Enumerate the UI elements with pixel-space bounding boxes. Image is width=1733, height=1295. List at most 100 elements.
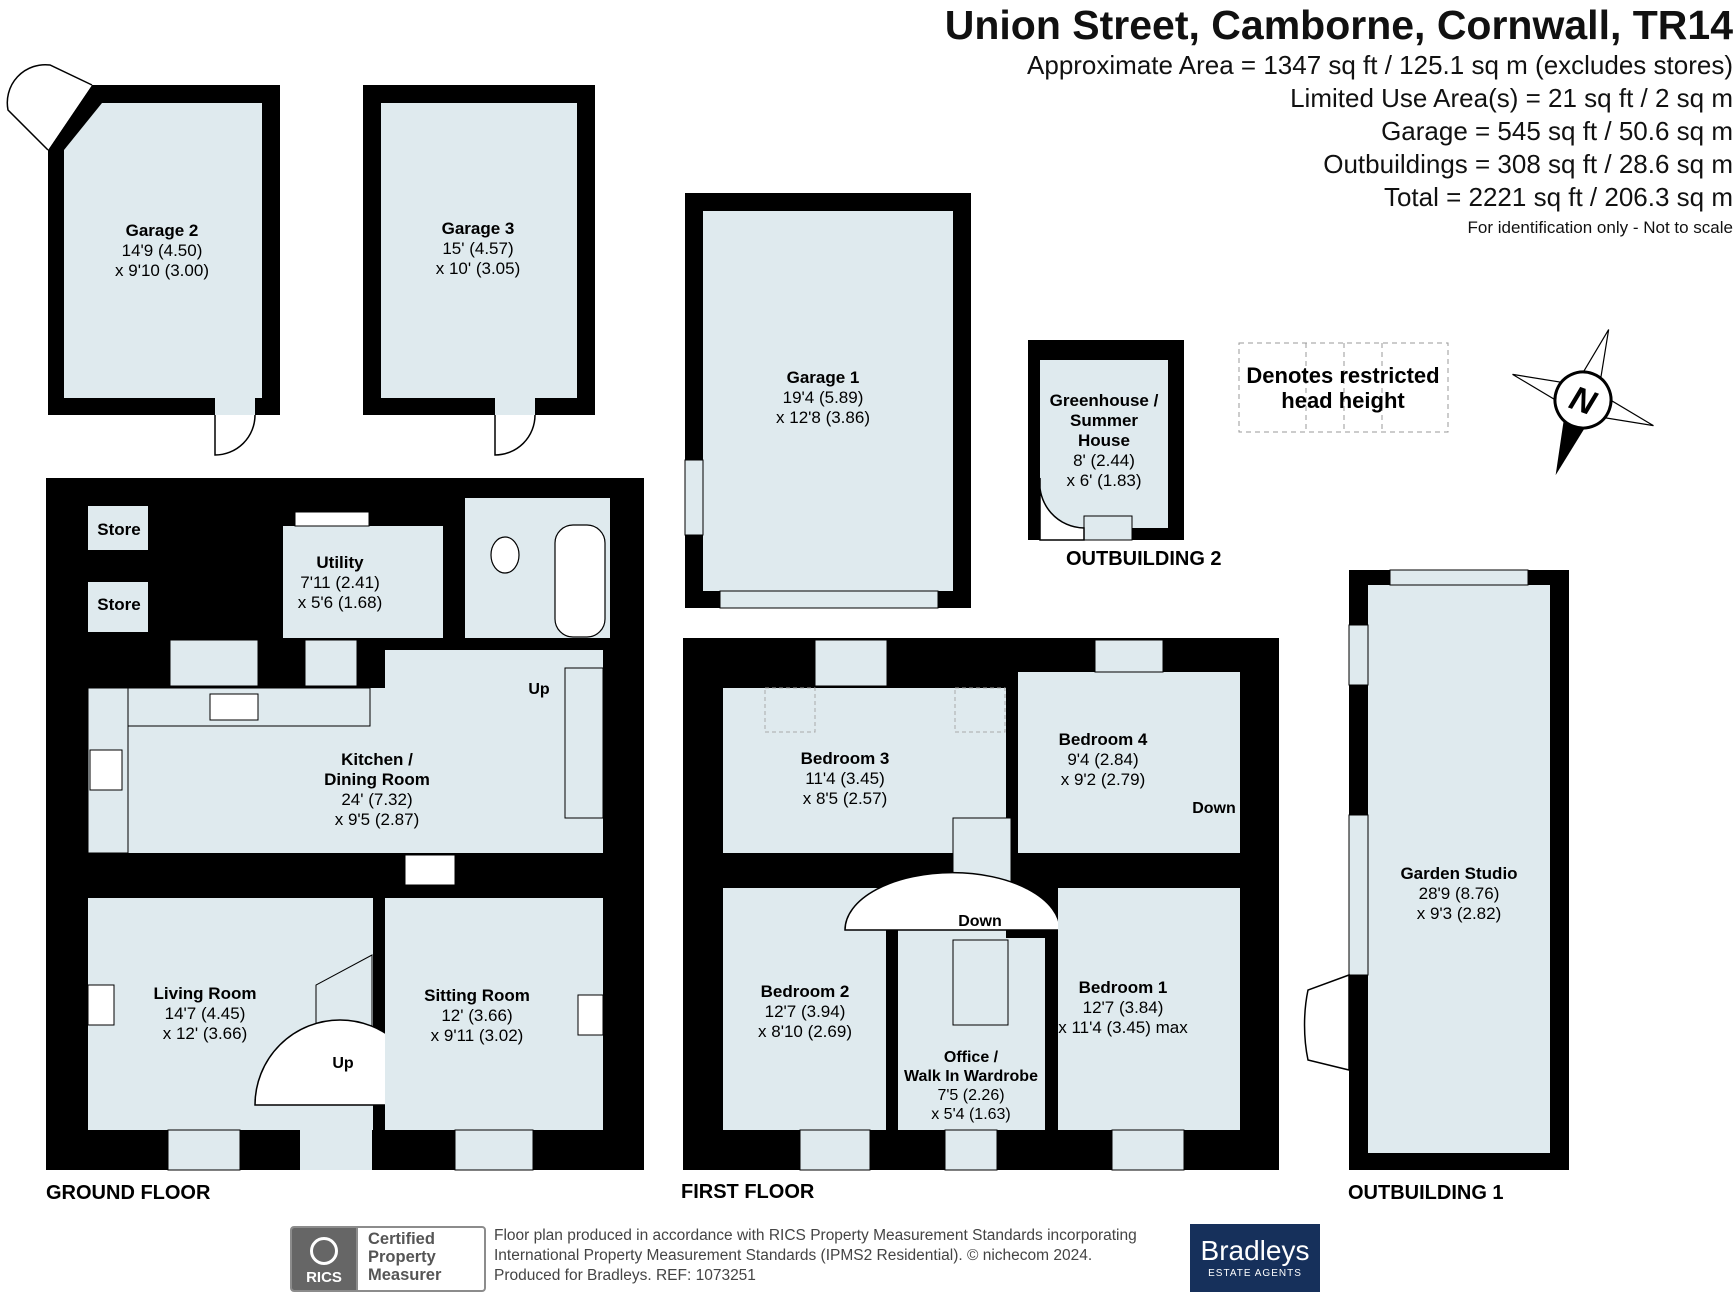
bedroom-1-name: Bedroom 1 [1079,978,1168,997]
kitchen-window-1 [169,639,259,687]
bedroom-2-name: Bedroom 2 [761,982,850,1001]
first-floor-plan [683,638,1279,1171]
ground-floor-plan [46,478,644,1171]
outbuilding-2-label: OUTBUILDING 2 [1066,548,1222,570]
rics-seal-icon [310,1237,338,1265]
bedroom-4-name: Bedroom 4 [1059,730,1148,749]
rics-certification: Certified Property Measurer [356,1228,484,1290]
greenhouse-block [1028,340,1184,541]
agent-subtitle: ESTATE AGENTS [1208,1268,1302,1279]
room-labels: Garage 2 14'9 (4.50) x 9'10 (3.00) Garag… [97,219,1517,1123]
bath-tub [554,524,606,638]
rics-cert-line-2: Property [368,1248,436,1266]
sitting-name: Sitting Room [424,986,530,1005]
living-room-window [167,1129,241,1171]
ff-stair-down-label-1: Down [958,913,1002,930]
garage-2-double-door [6,63,93,151]
store-2-floor [88,582,148,632]
footer-line-1: Floor plan produced in accordance with R… [494,1227,1137,1244]
greenhouse-name-1: Greenhouse / [1050,391,1159,410]
ff-landing-doors [844,871,1061,931]
gf-stair-up-top [564,667,604,819]
utility-floor [283,526,443,638]
agent-logo: Bradleys ESTATE AGENTS [1190,1224,1320,1292]
studio-dim-2: x 9'3 (2.82) [1417,904,1502,923]
kitchen-appliance [404,854,456,886]
floor-labels: GROUND FLOOR FIRST FLOOR OUTBUILDING 1 O… [46,548,1504,1204]
bedroom-4-dim-2: x 9'2 (2.79) [1061,770,1146,789]
studio-name: Garden Studio [1400,864,1517,883]
legend-line-1: Denotes restricted [1246,363,1439,388]
garage-3-name: Garage 3 [442,219,515,238]
living-name: Living Room [154,984,257,1003]
compass-rose: N [1512,329,1654,476]
store-2-label: Store [97,595,140,614]
garage-1-floor [703,211,953,591]
agent-name: Bradleys [1200,1235,1310,1266]
property-address: Union Street, Camborne, Cornwall, TR14 [944,2,1733,48]
garage-3-dim-2: x 10' (3.05) [436,259,521,278]
garage-1-block [684,193,971,609]
compass-ring [1553,370,1613,430]
garage-1-name: Garage 1 [787,368,860,387]
footer-line-3: Produced for Bradleys. REF: 1073251 [494,1267,756,1284]
utility-window [294,511,370,527]
kitchen-hob [89,749,123,791]
fireplace-living [87,984,115,1026]
office-name-1: Office / [944,1049,999,1066]
ff-stairs-down [952,939,1009,1026]
scale-note: For identification only - Not to scale [1467,218,1733,237]
bedroom-3-dim-1: 11'4 (3.45) [805,769,884,788]
kitchen-window-2 [304,639,358,687]
garage-1-door [719,590,939,609]
fireplace-sitting [577,994,604,1036]
bedroom-1-dim-2: x 11'4 (3.45) max [1058,1018,1188,1037]
studio-window-side-2 [1348,814,1369,976]
garage-1-dim-2: x 12'8 (3.86) [776,408,870,427]
area-line-1: Approximate Area = 1347 sq ft / 125.1 sq… [1027,50,1733,80]
area-line-3: Garage = 545 sq ft / 50.6 sq m [1381,116,1733,146]
studio-dim-1: 28'9 (8.76) [1419,884,1500,903]
front-door-gap [318,1130,360,1170]
utility-name: Utility [316,553,364,572]
restricted-area-1 [764,687,816,733]
area-line-4: Outbuildings = 308 sq ft / 28.6 sq m [1323,149,1733,179]
ground-floor-label: GROUND FLOOR [46,1182,211,1204]
sitting-room-bay [454,1129,534,1171]
greenhouse-door [1038,477,1085,541]
garden-studio-block [1303,569,1569,1170]
rics-cert-line-3: Measurer [368,1266,442,1284]
garage-3-block [363,85,595,456]
garage-1-window [684,459,704,536]
office-dim-2: x 5'4 (1.63) [931,1106,1011,1123]
bedroom-3-name: Bedroom 3 [801,749,890,768]
bedroom-3-dim-2: x 8'5 (2.57) [803,789,888,808]
ff-stair-down-label-2: Down [1192,800,1236,817]
garage-2-block [6,63,280,456]
bedroom-2-window [799,1129,871,1171]
bedroom-1-dim-1: 12'7 (3.84) [1083,998,1164,1017]
garage-3-door-gap [495,396,535,418]
bedroom-2-dim-1: 12'7 (3.94) [765,1002,846,1021]
bedroom-4-window [1094,639,1164,673]
kitchen-dim-1: 24' (7.32) [341,790,412,809]
bedroom-1-floor [1058,888,1240,1130]
garage-3-dim-1: 15' (4.57) [442,239,513,258]
kitchen-name-2: Dining Room [324,770,430,789]
living-dim-1: 14'7 (4.45) [165,1004,246,1023]
gf-stair-up-label-1: Up [528,681,550,698]
office-name-2: Walk In Wardrobe [904,1068,1038,1085]
greenhouse-name-2: Summer [1070,411,1138,430]
greenhouse-floor [1040,360,1168,528]
rics-cert-line-1: Certified [368,1230,435,1248]
bedroom-2-dim-2: x 8'10 (2.69) [758,1022,852,1041]
studio-window-top [1389,569,1529,586]
studio-window-side-1 [1348,624,1369,686]
kitchen-sink [209,693,259,721]
greenhouse-name-3: House [1078,431,1130,450]
office-dim-1: 7'5 (2.26) [937,1087,1004,1104]
rics-seal-text: RICS [306,1269,342,1286]
footer-line-2: International Property Measurement Stand… [494,1247,1093,1264]
wc [490,536,520,574]
